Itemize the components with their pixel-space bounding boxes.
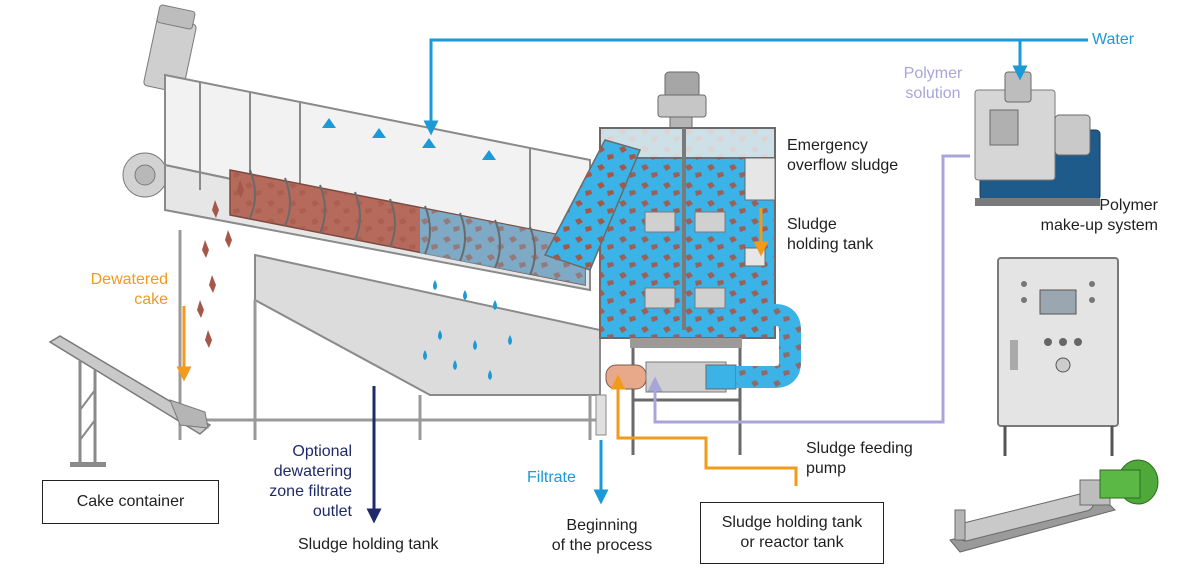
polymer-makeup-unit (974, 71, 1101, 206)
polymer-makeup-line-1: Polymer (1099, 197, 1158, 214)
polymer-makeup-line-2: make-up system (1040, 217, 1158, 234)
optional-outlet-line-4: outlet (312, 503, 352, 520)
sludge-feeding-pump-line-2: pump (806, 460, 847, 477)
beginning-label: Beginning of the process (540, 516, 664, 556)
beginning-line-1: Beginning (566, 517, 638, 534)
optional-outlet-line-3: zone filtrate (269, 483, 352, 500)
polymer-solution-line-2: solution (905, 85, 961, 102)
water-label: Water (1092, 31, 1135, 48)
mixer-paddle (694, 211, 726, 233)
cake-conveyor (48, 335, 212, 467)
mixer-paddle (644, 211, 676, 233)
spray-nozzle (422, 138, 436, 148)
reactor-tank-box: Sludge holding tank or reactor tank (700, 502, 884, 564)
water-line-main (423, 38, 1088, 136)
filtrate-tray (254, 253, 601, 396)
motor-cap (156, 4, 196, 30)
sludge-inlet-pipe (605, 364, 647, 390)
mixer-paddle (644, 287, 676, 309)
emergency-overflow-line-1: Emergency (787, 137, 868, 154)
mixer-paddle (694, 287, 726, 309)
cake-pieces (197, 180, 244, 348)
polymer-line (647, 154, 970, 424)
sludge-feeding-pump-label: Sludge feeding pump (806, 439, 913, 479)
reactor-box-line-2: or reactor tank (740, 534, 844, 551)
emergency-overflow-line-2: overflow sludge (787, 157, 899, 174)
flocculation-tank (543, 71, 801, 455)
progressive-cavity-pump (949, 459, 1159, 553)
sludge-holding-tank-top-line-2: holding tank (787, 236, 874, 253)
cake-container-label: Cake container (76, 493, 185, 510)
spray-nozzle (322, 118, 336, 128)
polymer-solution-line-1: Polymer (903, 65, 963, 82)
optional-outlet-line-2: dewatering (273, 463, 352, 480)
dewatered-cake-label: Dewatered cake (60, 270, 168, 310)
filtrate-drops (423, 280, 512, 380)
polymer-solution-label: Polymer solution (890, 64, 976, 104)
screw-flights (249, 169, 536, 276)
optional-outlet-label: Optional dewatering zone filtrate outlet (240, 442, 352, 522)
sludge-holding-tank-top-label: Sludge holding tank (787, 215, 873, 255)
cake-container-box: Cake container (42, 480, 219, 524)
sludge-holding-tank-top-line-1: Sludge (787, 216, 837, 233)
beginning-line-2: of the process (551, 537, 653, 554)
sludge-feed-line (610, 374, 798, 486)
spray-nozzle (372, 128, 386, 138)
water-flow-lines (423, 38, 1088, 505)
emergency-overflow-label: Emergency overflow sludge (787, 136, 898, 176)
dewatered-cake-line-2: cake (134, 291, 168, 308)
screw-press-machine (122, 4, 607, 440)
reactor-box-line-1: Sludge holding tank (721, 514, 863, 531)
dewatered-cake-line-1: Dewatered (90, 271, 168, 288)
filtrate-label: Filtrate (527, 469, 576, 486)
sludge-holding-tank-bottom-label: Sludge holding tank (298, 536, 439, 553)
sludge-feeding-pump-line-1: Sludge feeding (806, 440, 913, 457)
optional-outlet-line-1: Optional (292, 443, 352, 460)
polymer-makeup-label: Polymer make-up system (1020, 196, 1158, 236)
spray-nozzle (482, 150, 496, 160)
control-panel (997, 257, 1119, 456)
